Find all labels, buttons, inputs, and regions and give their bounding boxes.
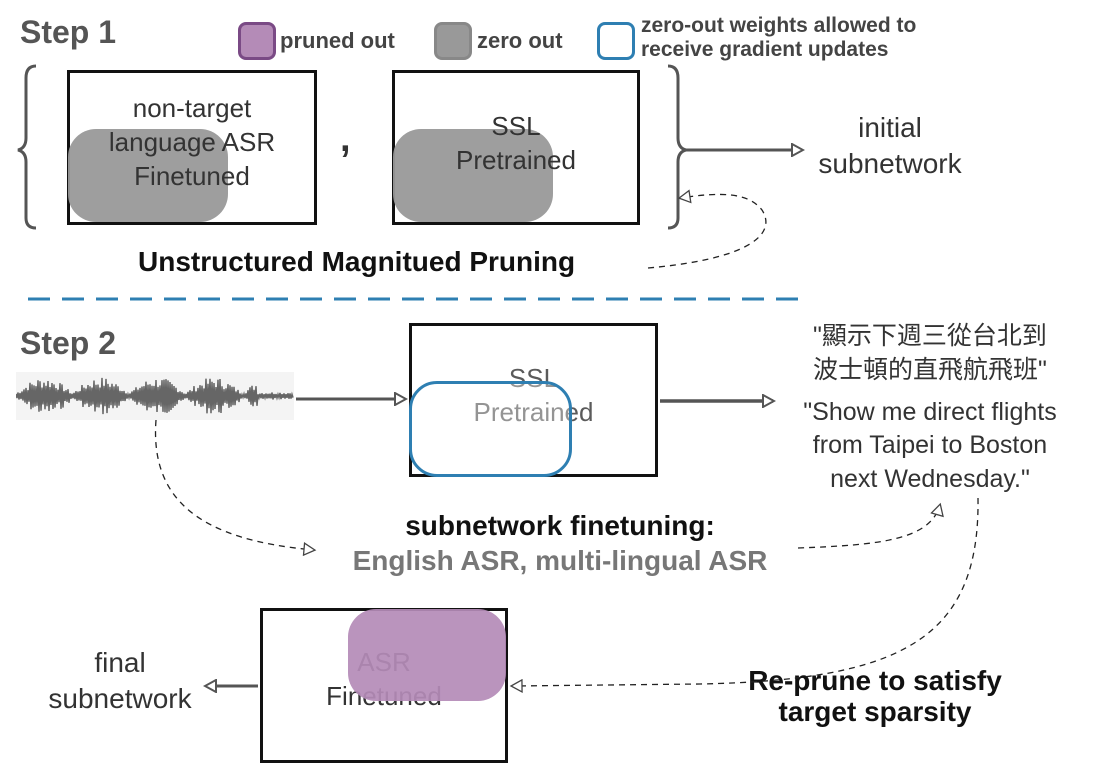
output-to-final-dashed: [512, 497, 979, 686]
final-subnetwork-label: final subnetwork: [30, 645, 210, 718]
zero-out-blob-1: [68, 129, 228, 222]
wave-to-finetune-dashed: [154, 419, 314, 550]
en-line1: "Show me direct flights: [803, 397, 1057, 426]
legend-gradient-line2: receive gradient updates: [641, 38, 889, 61]
final-line1: final: [94, 647, 146, 678]
ssl2-text: SSL Pretrained: [409, 362, 658, 430]
gradient-swatch: [597, 22, 635, 60]
ssl1-line1: SSL: [491, 111, 541, 141]
nontarget-line1: non-target: [132, 93, 252, 123]
pruning-dashed-arrow: [647, 194, 767, 269]
finetune-to-output-dashed: [797, 505, 940, 549]
legend-gradient-label: zero-out weights allowed to receive grad…: [641, 14, 916, 62]
zh-line2: 波士頓的直飛航飛班": [813, 355, 1047, 384]
final-line2: subnetwork: [48, 683, 192, 715]
output-transcript: "顯示下週三從台北到 波士頓的直飛航飛班" "Show me direct fl…: [770, 320, 1090, 497]
reprune-line2: target sparsity: [778, 696, 972, 728]
nontarget-line2: language ASR: [108, 126, 276, 157]
en-line3: next Wednesday.": [830, 465, 1030, 493]
legend-zero-label: zero out: [477, 28, 563, 53]
legend-pruned-label: pruned out: [280, 28, 395, 53]
en-line2: from Taipei to Boston: [812, 431, 1048, 460]
zero-swatch: [434, 22, 472, 60]
zh-line1: "顯示下週三從台北到: [813, 322, 1047, 350]
initial-line1: initial: [858, 112, 922, 143]
step2-title: Step 2: [20, 325, 117, 361]
finetune-title: subnetwork finetuning:: [405, 510, 715, 541]
reprune-label: Re-prune to satisfy target sparsity: [700, 665, 1050, 728]
audio-waveform-icon: [16, 372, 294, 420]
ssl1-text: SSL Pretrained: [392, 110, 640, 178]
pruned-swatch: [238, 22, 276, 60]
legend-gradient-line1: zero-out weights allowed to: [641, 14, 917, 37]
gradient-update-blob: [409, 381, 572, 477]
comma: ,: [340, 118, 351, 160]
ssl2-line2: Pretrained: [473, 396, 594, 427]
right-brace: [667, 64, 687, 230]
initial-subnetwork-label: initial subnetwork: [800, 110, 980, 183]
zero-out-blob-2: [393, 129, 553, 222]
step1-title: Step 1: [20, 14, 117, 50]
ssl-pretrained-box-2: [409, 323, 658, 477]
ssl1-line2: Pretrained: [456, 144, 576, 175]
nontarget-asr-text: non-target language ASR Finetuned: [67, 92, 317, 193]
finetune-subtitle: English ASR, multi-lingual ASR: [352, 545, 768, 576]
initial-line2: subnetwork: [818, 148, 962, 180]
reprune-line1: Re-prune to satisfy: [748, 665, 1002, 696]
left-brace: [17, 64, 37, 230]
pruning-label: Unstructured Magnitued Pruning: [138, 246, 576, 277]
nontarget-line3: Finetuned: [134, 160, 250, 191]
pruned-out-blob: [348, 609, 506, 701]
